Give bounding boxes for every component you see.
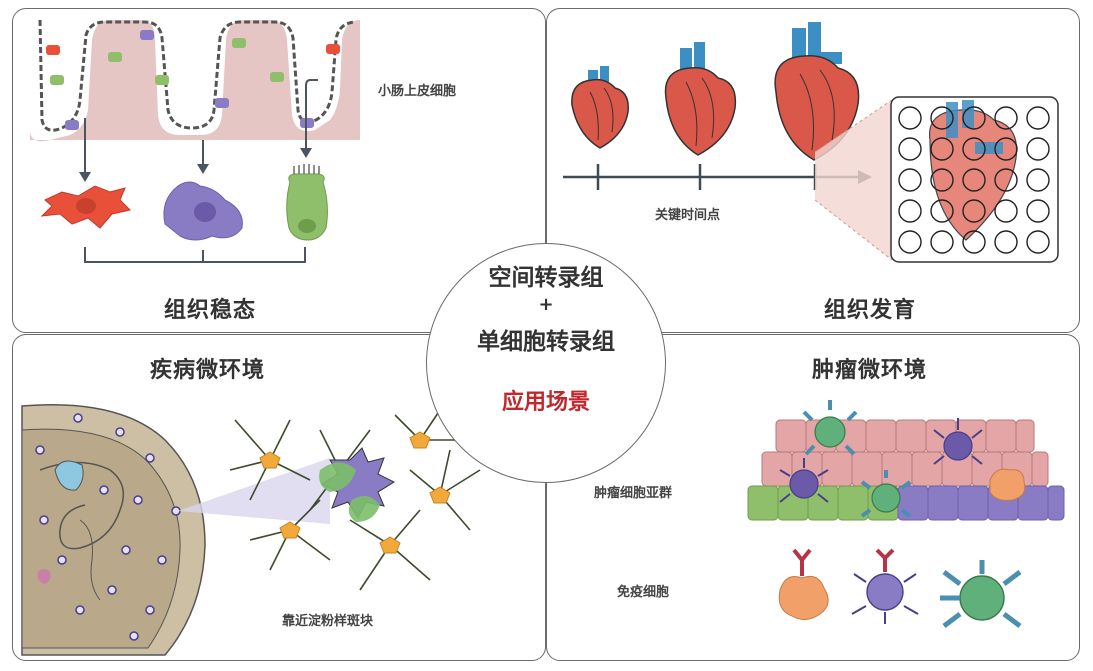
cell-nucleus <box>194 202 216 222</box>
dendritic-cell <box>851 548 919 624</box>
macrophage-in-tumor <box>989 468 1026 501</box>
spot-circles <box>898 106 1050 254</box>
arrow-head <box>300 148 312 158</box>
center-title-line1: 空间转录组 <box>488 265 604 291</box>
heart-stage-2 <box>664 42 737 156</box>
tumor-cell-row-top <box>775 419 1035 453</box>
villus-cell <box>155 75 169 85</box>
villus-cell <box>108 52 122 62</box>
macrophage-cell <box>778 548 829 620</box>
microglia <box>348 496 380 522</box>
arrow-head <box>197 164 209 174</box>
development-title: 组织发育 <box>824 298 917 323</box>
t-cell-in-tumor <box>860 470 912 518</box>
disease-title: 疾病微环境 <box>150 358 266 383</box>
zoom-wedge <box>815 100 892 260</box>
villus-cell <box>215 98 229 108</box>
tumor-cell-row-bottom-purple <box>897 485 1065 521</box>
immune-cells-label: 免疫细胞 <box>617 585 670 600</box>
hippocampus <box>39 461 125 550</box>
villus-cell <box>232 38 246 48</box>
intestinal-villi <box>30 20 360 142</box>
tumor-subpopulation-label: 肿瘤细胞亚群 <box>594 486 673 501</box>
grouping-bracket <box>84 247 306 263</box>
center-plus: + <box>538 294 554 315</box>
villus-cell <box>65 120 79 130</box>
villus-cell <box>50 75 64 85</box>
key-timepoints-label: 关键时间点 <box>655 208 721 223</box>
villus-cell <box>270 72 284 82</box>
tumor-title: 肿瘤微环境 <box>812 358 928 383</box>
microglia <box>319 462 356 492</box>
cell-nucleus <box>298 219 316 233</box>
brain-spot <box>37 569 51 584</box>
villus-cell <box>46 45 60 55</box>
ventricle <box>54 460 84 491</box>
t-cell-in-tumor <box>802 400 858 456</box>
goblet-cilia <box>293 164 320 174</box>
astrocytes <box>259 431 451 554</box>
dendritic-cell-in-tumor <box>933 418 983 465</box>
homeostasis-title: 组织稳态 <box>164 298 257 323</box>
intestinal-epithelium-label: 小肠上皮细胞 <box>378 84 457 99</box>
amyloid-plaque-markers <box>35 413 181 641</box>
heart-stage-3 <box>774 22 860 161</box>
dendritic-cell-in-tumor <box>779 458 829 503</box>
center-title-line2: 单细胞转录组 <box>477 329 615 355</box>
villus-cell <box>326 44 340 54</box>
center-application-scenarios: 应用场景 <box>501 390 590 415</box>
neuron-network <box>229 409 481 591</box>
arrow-head <box>79 172 91 182</box>
villus-cell <box>140 30 154 40</box>
t-cell <box>940 560 1022 628</box>
heart-stage-1 <box>571 66 629 149</box>
tumor-cell-row-middle <box>761 451 1049 487</box>
brain-fold <box>79 519 101 601</box>
near-amyloid-plaque-label: 靠近淀粉样斑块 <box>282 614 374 629</box>
villi-outline <box>38 19 355 132</box>
arrow <box>305 79 318 150</box>
center-circle: 空间转录组 + 单细胞转录组 应用场景 <box>426 243 666 483</box>
cell-nucleus <box>76 198 96 214</box>
